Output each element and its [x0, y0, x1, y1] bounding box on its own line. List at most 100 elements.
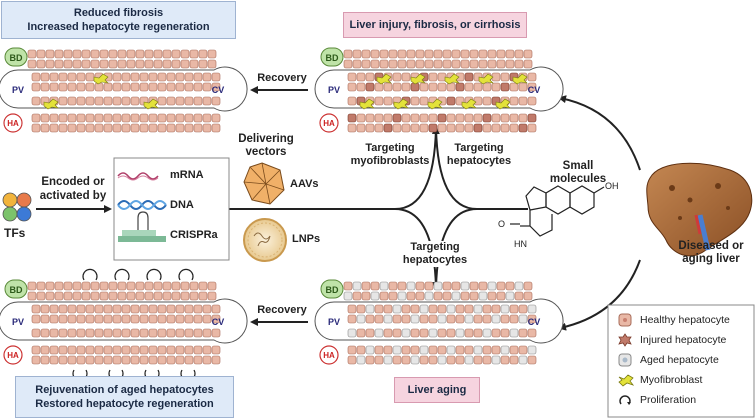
hepatocyte [437, 314, 447, 324]
hepatocyte [90, 291, 100, 301]
hepatocyte [189, 59, 199, 69]
hepatocyte [343, 49, 353, 59]
hepatocyte [40, 123, 50, 133]
hepatocyte [40, 355, 50, 365]
hepatocyte [202, 72, 212, 82]
hepatocyte [496, 59, 506, 69]
hepatocyte [347, 113, 357, 123]
hepatocyte [401, 123, 411, 133]
hepatocyte [500, 82, 510, 92]
hepatocyte [126, 49, 136, 59]
hepatocyte [153, 281, 163, 291]
hepatocyte [451, 49, 461, 59]
hepatocyte [112, 355, 122, 365]
hepatocyte [433, 281, 443, 291]
hepatocyte [148, 82, 158, 92]
hepatocyte [410, 113, 420, 123]
hepatocyte [392, 314, 402, 324]
hepatocyte [157, 72, 167, 82]
hepatocyte [49, 304, 59, 314]
hepatocyte [500, 328, 510, 338]
hepatocyte [211, 314, 221, 324]
hepatocyte [193, 113, 203, 123]
hepatocyte [211, 123, 221, 133]
hepatocyte [527, 123, 537, 133]
hepatocyte [415, 281, 425, 291]
hepatic-artery [319, 113, 339, 133]
hepatocyte [509, 355, 519, 365]
hepatocyte [166, 328, 176, 338]
hepatocyte [193, 314, 203, 324]
hepatocyte [352, 49, 362, 59]
hepatocyte [67, 123, 77, 133]
hepatocyte [31, 355, 41, 365]
hepatocyte [424, 281, 434, 291]
hepatocyte [193, 345, 203, 355]
hepatocyte [374, 304, 384, 314]
hepatocyte [148, 304, 158, 314]
hepatocyte [464, 304, 474, 314]
hepatocyte [392, 82, 402, 92]
hepatocyte [383, 328, 393, 338]
hepatocyte [428, 314, 438, 324]
hepatocyte [54, 291, 64, 301]
hepatocyte [437, 304, 447, 314]
hepatocyte [85, 345, 95, 355]
hepatocyte [446, 345, 456, 355]
liver-label: Diseased or aging liver [668, 240, 754, 266]
hepatocyte [130, 314, 140, 324]
hepatocyte [365, 113, 375, 123]
hepatocyte [58, 345, 68, 355]
hepatocyte [103, 345, 113, 355]
hepatocyte [31, 314, 41, 324]
hepatocyte [139, 328, 149, 338]
hepatocyte [112, 123, 122, 133]
hepatocyte [211, 355, 221, 365]
hepatocyte [184, 328, 194, 338]
vectors-heading: Delivering vectors [236, 133, 296, 159]
box-liver-aging-text: Liver aging [407, 384, 467, 396]
hepatocyte [175, 355, 185, 365]
legend-label-myofibroblast: Myofibroblast [640, 374, 703, 386]
bd-label: BD [10, 53, 23, 63]
hepatocyte [388, 49, 398, 59]
hepatocyte [478, 291, 488, 301]
hepatocyte [94, 345, 104, 355]
hepatocyte [103, 355, 113, 365]
hepatocyte [527, 113, 537, 123]
hepatocyte [175, 328, 185, 338]
hepatocyte [496, 281, 506, 291]
hepatocyte [112, 96, 122, 106]
small-molecules-line1: Small [562, 160, 594, 172]
hepatocyte [428, 113, 438, 123]
hepatocyte [121, 96, 131, 106]
crispra-icon [118, 211, 166, 242]
hepatocyte [509, 345, 519, 355]
hepatocyte [433, 291, 443, 301]
hepatocyte [148, 123, 158, 133]
hepatocyte [356, 304, 366, 314]
hepatocyte [207, 49, 217, 59]
hepatocyte [67, 304, 77, 314]
hepatocyte [518, 314, 528, 324]
hepatocyte [58, 328, 68, 338]
hepatocyte [202, 314, 212, 324]
hepatocyte [85, 355, 95, 365]
hepatocyte [406, 59, 416, 69]
hepatocyte [433, 49, 443, 59]
hepatocyte [383, 314, 393, 324]
hepatocyte [31, 123, 41, 133]
hepatocyte [379, 291, 389, 301]
hepatocyte [76, 304, 86, 314]
hepatocyte [175, 345, 185, 355]
hepatocyte [415, 59, 425, 69]
hepatocyte [464, 328, 474, 338]
hepatocyte [419, 113, 429, 123]
hepatocyte [139, 304, 149, 314]
hepatocyte [49, 72, 59, 82]
hepatocyte [94, 328, 104, 338]
hepatocyte [58, 304, 68, 314]
hepatocyte [347, 345, 357, 355]
hepatocyte [36, 291, 46, 301]
